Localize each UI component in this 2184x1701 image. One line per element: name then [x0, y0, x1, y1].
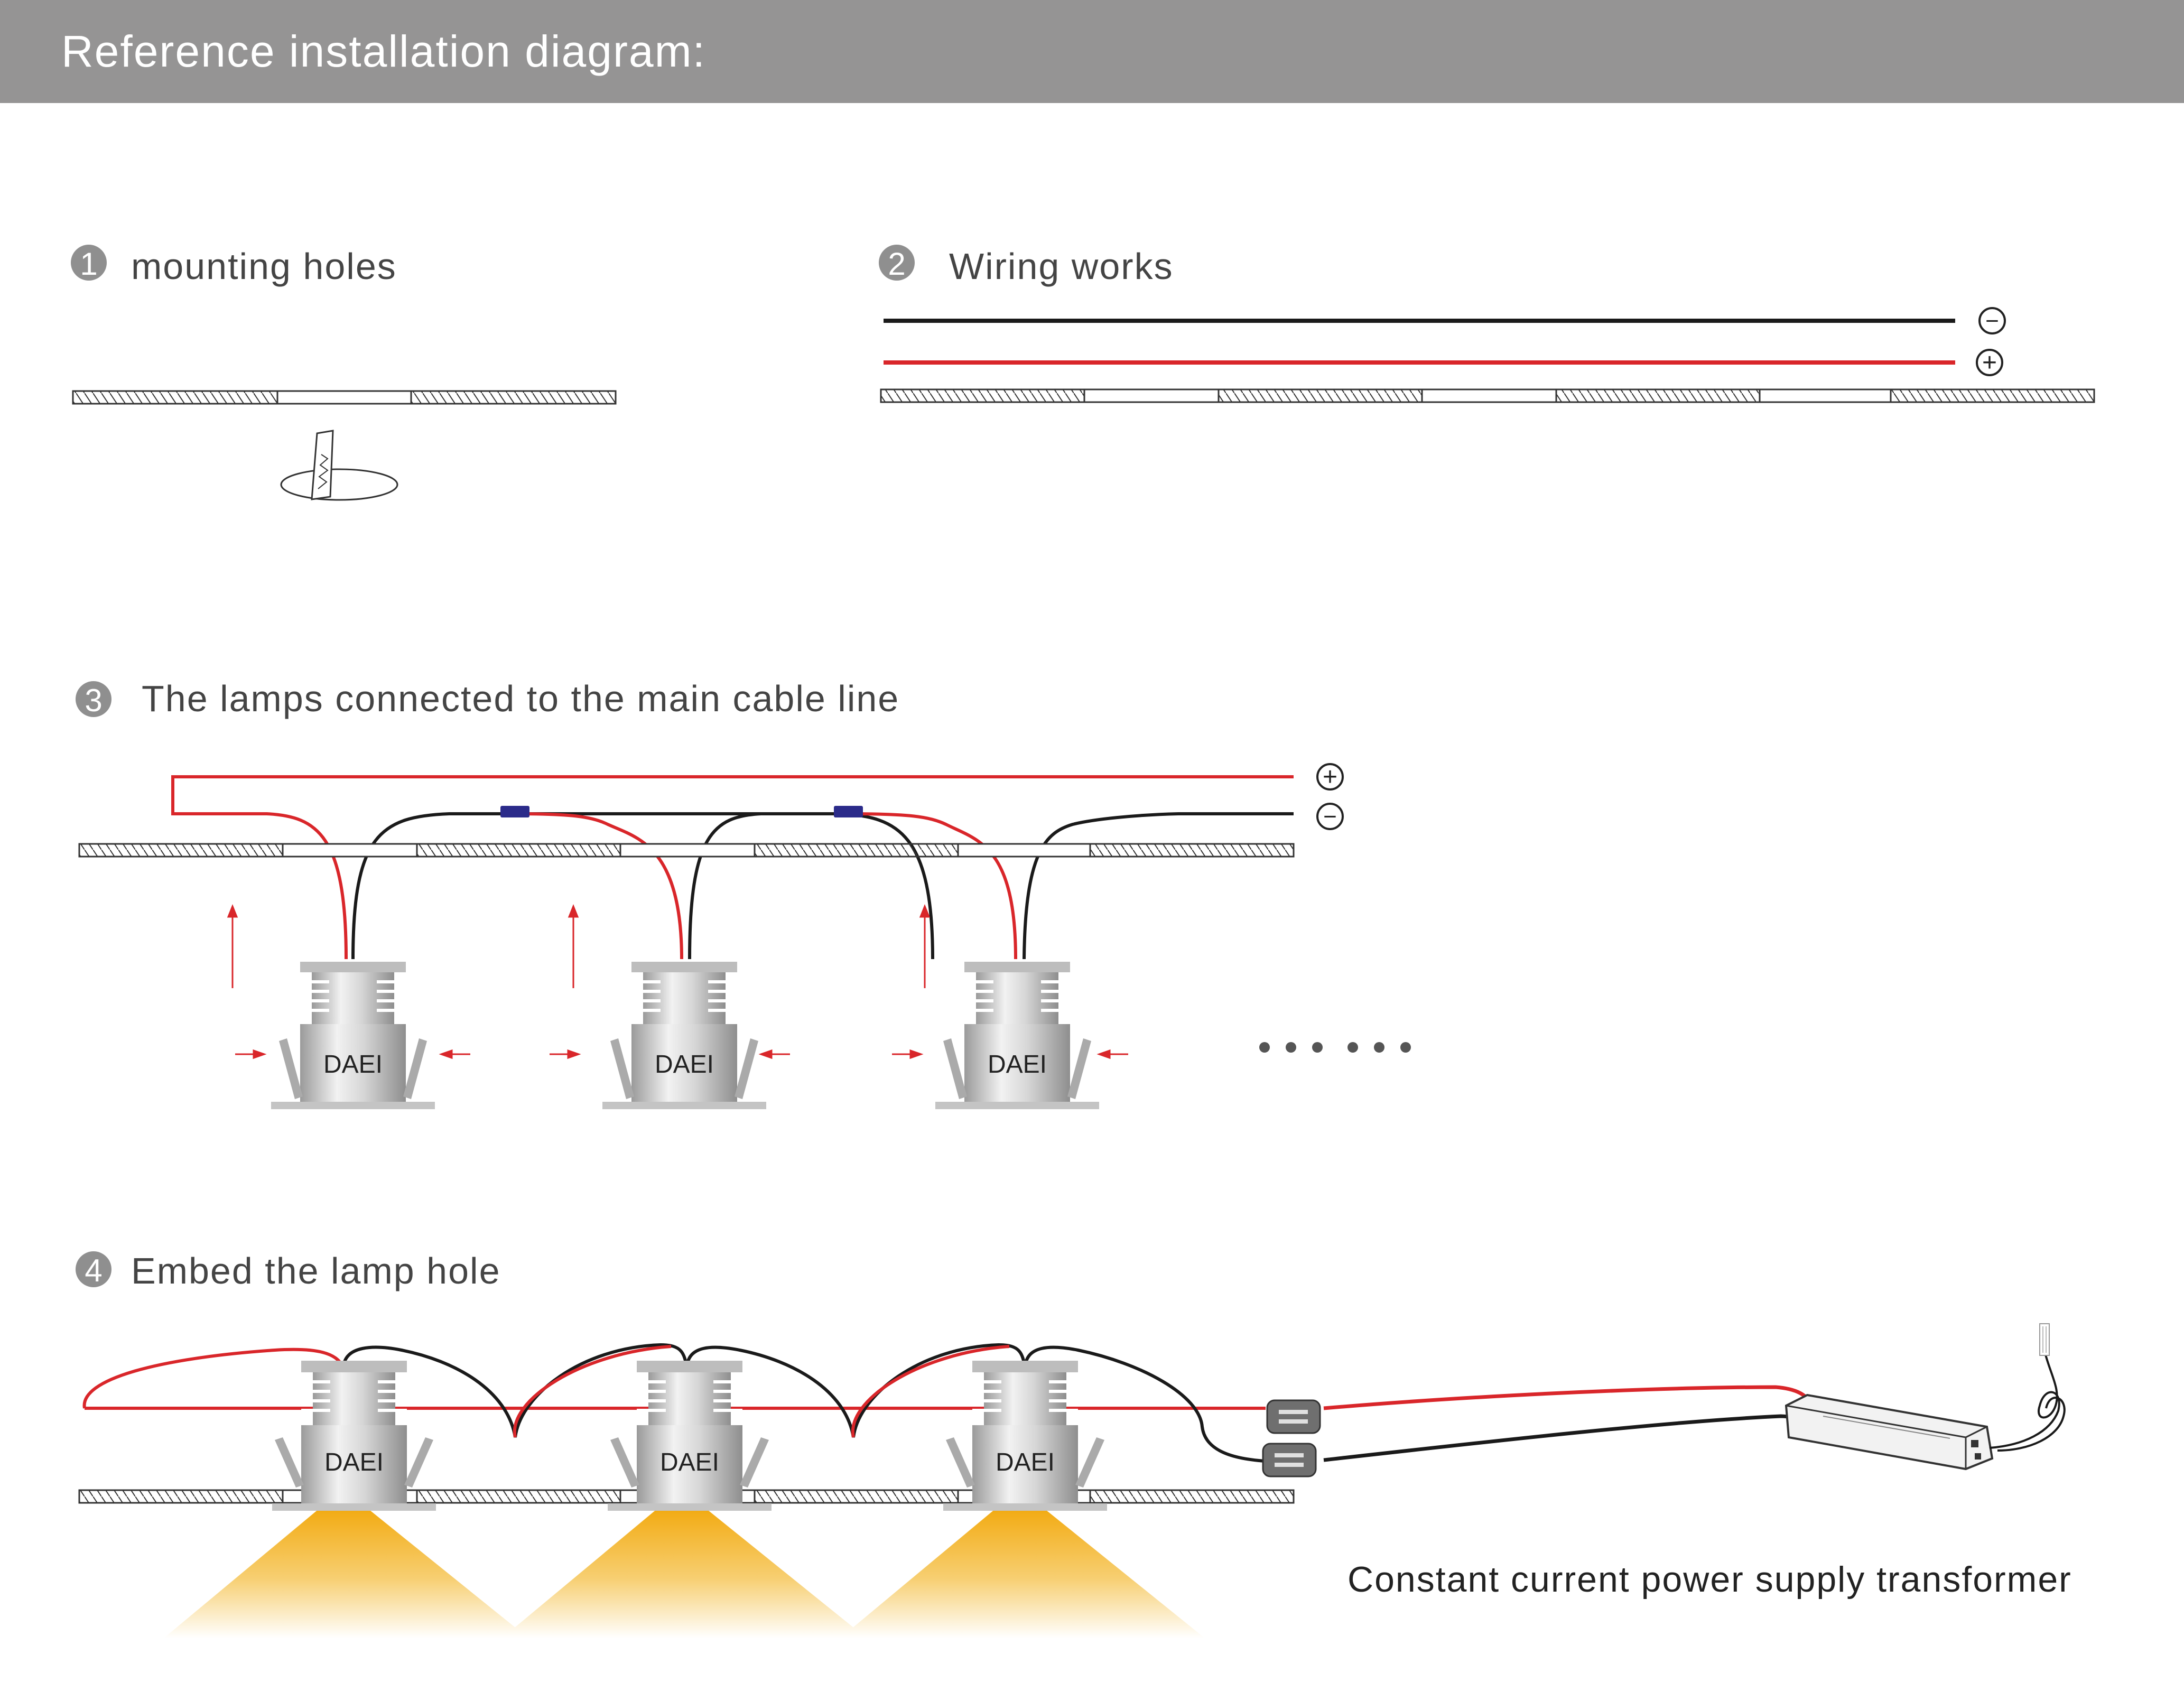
- step-2: 2 Wiring works − +: [879, 245, 2095, 403]
- lamp-unit: DAEI: [602, 962, 766, 1109]
- lamp-brand: DAEI: [988, 1051, 1047, 1079]
- plug-connector: [1266, 1399, 1321, 1434]
- plus-symbol: +: [1316, 763, 1344, 791]
- power-supply-transformer: [1785, 1393, 1994, 1471]
- main-positive-wire: [171, 775, 1294, 960]
- step-4-number-badge: 4: [76, 1251, 111, 1288]
- insert-arrows: [227, 904, 1128, 1059]
- step-4-number: 4: [85, 1253, 102, 1288]
- minus-symbol: −: [1978, 307, 2006, 334]
- lamp-unit: DAEI: [608, 1361, 772, 1511]
- step-1-label: mounting holes: [131, 246, 397, 287]
- power-cord: [1989, 1323, 2066, 1452]
- step-2-label: Wiring works: [949, 246, 1174, 287]
- ellipsis-dots: [1259, 1042, 1411, 1053]
- page-title: Reference installation diagram:: [61, 26, 706, 76]
- plug-connector: [1262, 1443, 1317, 1477]
- lamp-brand: DAEI: [660, 1448, 719, 1476]
- header-bar: Reference installation diagram:: [0, 0, 2184, 103]
- lamp-unit: DAEI: [271, 962, 435, 1109]
- transformer-label: Constant current power supply transforme…: [1347, 1559, 2072, 1600]
- ceiling-board-1: [72, 390, 617, 405]
- ceiling-board-2: [880, 388, 2095, 403]
- step-2-number-badge: 2: [879, 245, 915, 282]
- hole-saw-icon: [280, 430, 398, 501]
- lamp-brand: DAEI: [996, 1448, 1055, 1476]
- light-beam: [840, 1506, 1205, 1638]
- plus-symbol: +: [1976, 349, 2003, 377]
- step-2-number: 2: [888, 246, 905, 282]
- wire-connector: [500, 806, 529, 817]
- svg-text:+: +: [1982, 349, 1997, 377]
- lamp-unit: DAEI: [935, 962, 1099, 1109]
- wire-connector: [834, 806, 863, 817]
- step-4-label: Embed the lamp hole: [131, 1250, 501, 1291]
- step-1-number: 1: [80, 246, 97, 282]
- step-3-number: 3: [85, 683, 102, 718]
- lamp-unit: DAEI: [272, 1361, 436, 1511]
- step-4: 4 Embed the lamp hole: [76, 1250, 2072, 1638]
- svg-text:+: +: [1323, 763, 1337, 791]
- minus-symbol: −: [1316, 803, 1344, 830]
- step-3: 3 The lamps connected to the main cable …: [76, 678, 1411, 1109]
- svg-text:−: −: [1985, 308, 1999, 334]
- step-3-label: The lamps connected to the main cable li…: [142, 678, 899, 719]
- lamp-brand: DAEI: [323, 1051, 383, 1079]
- lamp-brand: DAEI: [655, 1051, 714, 1079]
- main-negative-wire: [1023, 812, 1294, 960]
- step-1-number-badge: 1: [71, 245, 107, 282]
- lamp-brand: DAEI: [324, 1448, 384, 1476]
- positive-wire: [82, 1347, 345, 1409]
- ceiling-board-3: [78, 843, 1295, 858]
- light-beam: [164, 1506, 528, 1638]
- step-3-number-badge: 3: [76, 681, 111, 718]
- step-1: 1 mounting holes: [71, 245, 617, 501]
- lamp-unit: DAEI: [943, 1361, 1107, 1511]
- svg-text:−: −: [1323, 804, 1337, 830]
- light-beam: [502, 1506, 867, 1638]
